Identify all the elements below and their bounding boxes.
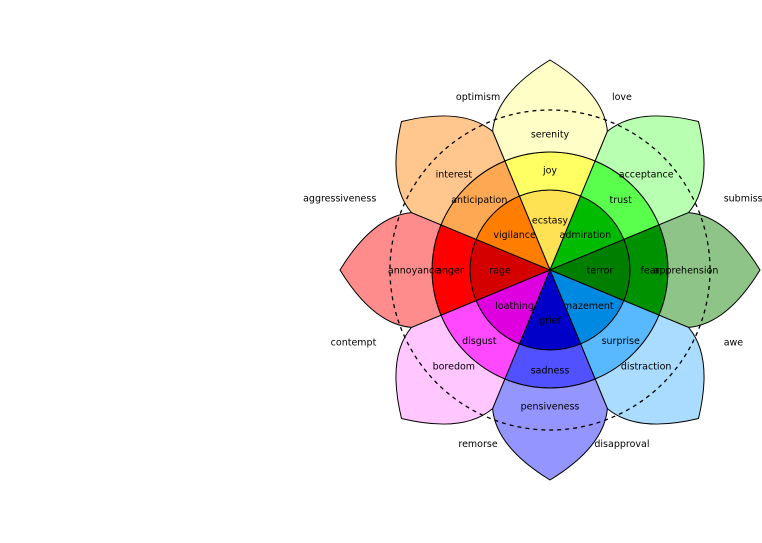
middle-label-sadness: sadness: [531, 366, 570, 377]
dyad-label-submission: submission: [724, 194, 762, 205]
dyad-label-aggressiveness: aggressiveness: [303, 194, 376, 205]
middle-label-joy: joy: [542, 166, 557, 177]
inner-label-sadness: grief: [539, 316, 561, 327]
outer-segment-anger: [339, 212, 442, 328]
petal-surprise: amazement surprise distraction: [549, 269, 705, 425]
inner-label-anger: rage: [489, 266, 511, 277]
outer-label-anticipation: interest: [436, 169, 473, 180]
inner-label-surprise: amazement: [557, 301, 614, 312]
dyad-label-love: love: [612, 92, 632, 103]
middle-label-anticipation: anticipation: [451, 195, 507, 206]
dyad-label-contempt: contempt: [331, 337, 377, 348]
outer-label-trust: acceptance: [619, 169, 674, 180]
outer-segment-trust: [594, 115, 705, 226]
dyads-layer: love submission awe disapproval remorse conte…: [303, 92, 762, 450]
dyad-label-remorse: remorse: [458, 439, 497, 450]
petals-layer: ecstasy joy serenity admiration trust accepta…: [339, 59, 761, 481]
middle-label-anger: anger: [436, 266, 464, 277]
dyad-ring: [389, 109, 711, 431]
inner-label-anticipation: vigilance: [493, 230, 536, 241]
dyad-label-awe: awe: [724, 337, 744, 348]
petal-trust: admiration trust acceptance: [549, 115, 705, 271]
outer-label-sadness: pensiveness: [521, 402, 580, 413]
outer-label-surprise: distraction: [621, 362, 672, 373]
petal-sadness: grief sadness pensiveness: [492, 268, 608, 481]
outer-label-anger: annoyance: [388, 266, 440, 277]
inner-label-joy: ecstasy: [532, 216, 569, 227]
dyad-label-optimism: optimism: [456, 92, 500, 103]
petal-anticipation: vigilance anticipation interest: [395, 115, 551, 271]
dyad-label-disapproval: disapproval: [594, 439, 649, 450]
outer-label-joy: serenity: [531, 130, 570, 141]
middle-label-surprise: surprise: [602, 336, 640, 347]
outer-segment-surprise: [594, 314, 705, 425]
outer-segment-anticipation: [395, 115, 506, 226]
petal-disgust: loathing disgust boredom: [395, 269, 551, 425]
middle-label-disgust: disgust: [462, 336, 497, 347]
outer-segment-disgust: [395, 314, 506, 425]
inner-label-trust: admiration: [560, 230, 612, 241]
inner-label-disgust: loathing: [495, 301, 534, 312]
outer-label-fear: apprehension: [654, 266, 719, 277]
middle-label-trust: trust: [610, 195, 633, 206]
middle-label-fear: fear: [641, 266, 660, 277]
inner-label-fear: terror: [587, 266, 614, 277]
outer-label-disgust: boredom: [433, 362, 475, 373]
